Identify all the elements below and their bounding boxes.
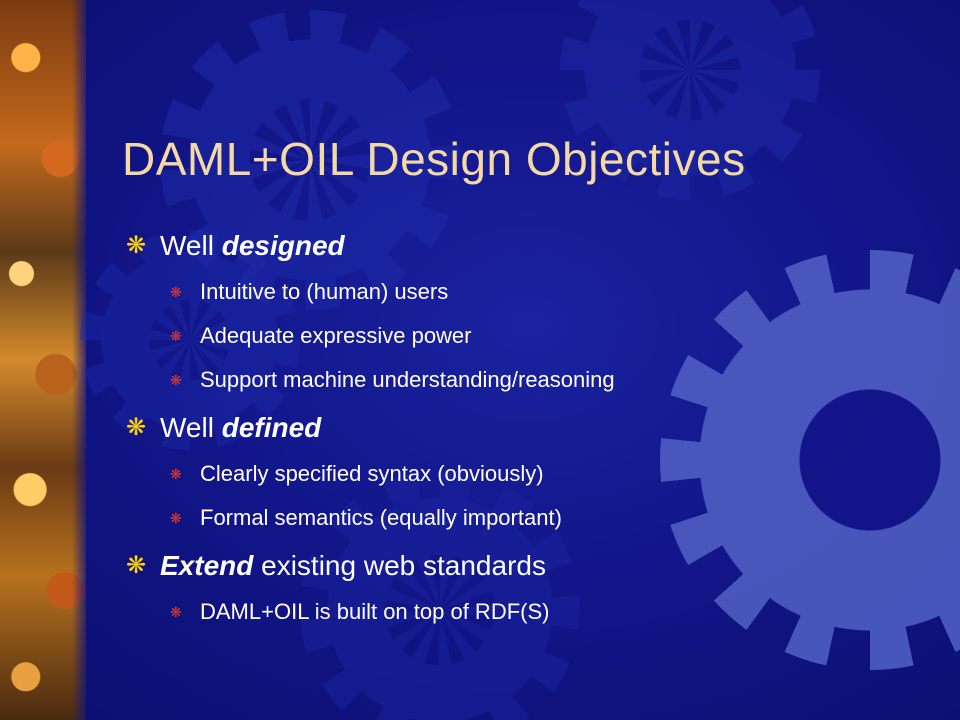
item-emphasis: defined [221,412,322,443]
sub-item-text: Support machine understanding/reasoning [200,367,615,392]
small-gear-bullet-icon: ❋ [170,466,182,482]
small-gear-bullet-icon: ❋ [170,604,182,620]
sub-list-item: ❋ Adequate expressive power [124,314,904,358]
item-emphasis: designed [221,230,345,261]
item-prefix: Well [160,230,222,261]
small-gear-bullet-icon: ❋ [170,284,182,300]
gear-bullet-icon: ❋ [126,552,147,579]
item-emphasis: Extend [160,550,254,581]
list-item: ❋ Well defined [124,404,904,452]
list-item: ❋ Extend existing web standards [124,542,904,590]
background-gear [80,230,300,450]
sub-list-item: ❋ Intuitive to (human) users [124,270,904,314]
small-gear-bullet-icon: ❋ [170,510,182,526]
decorative-left-strip [0,0,86,720]
small-gear-bullet-icon: ❋ [170,328,182,344]
background-gear [300,470,580,720]
bullet-list: ❋ Well designed ❋ Intuitive to (human) u… [124,222,904,634]
sub-item-text: Intuitive to (human) users [200,279,449,304]
sub-list-item: ❋ Formal semantics (equally important) [124,496,904,540]
gear-bullet-icon: ❋ [126,414,147,441]
slide-title: DAML+OIL Design Objectives [122,133,746,185]
list-item: ❋ Well designed [124,222,904,270]
item-suffix: existing web standards [253,550,546,581]
sub-item-text: DAML+OIL is built on top of RDF(S) [200,599,550,624]
sub-item-text: Clearly specified syntax (obviously) [200,461,544,486]
sub-item-text: Adequate expressive power [200,323,472,348]
sub-item-text: Formal semantics (equally important) [200,505,562,530]
background-gear [160,10,460,310]
background-gear [560,0,820,200]
item-prefix: Well [160,412,222,443]
small-gear-bullet-icon: ❋ [170,372,182,388]
sub-list-item: ❋ DAML+OIL is built on top of RDF(S) [124,590,904,634]
gear-bullet-icon: ❋ [126,232,147,259]
sub-list-item: ❋ Support machine understanding/reasonin… [124,358,904,402]
sub-list-item: ❋ Clearly specified syntax (obviously) [124,452,904,496]
